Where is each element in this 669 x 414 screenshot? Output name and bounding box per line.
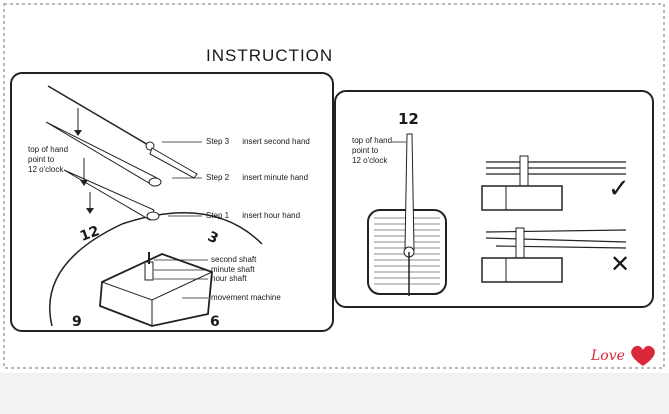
step-3-number: Step 3 bbox=[206, 137, 230, 146]
step-1-action: insert hour hand bbox=[242, 211, 301, 220]
label-movement-machine: movement machine bbox=[211, 293, 281, 302]
wrong-side-view bbox=[481, 227, 627, 283]
shaft-stack bbox=[144, 261, 154, 281]
right-dial-number-12: 12 bbox=[398, 110, 419, 128]
second-hand-tail bbox=[149, 147, 198, 179]
check-icon: ✓ bbox=[608, 174, 630, 204]
label-hour-shaft: hour shaft bbox=[211, 274, 247, 283]
aligned-hands bbox=[404, 133, 415, 251]
step-2-number: Step 2 bbox=[206, 173, 230, 182]
dashed-frame bbox=[3, 3, 665, 369]
right-top-note: top of hand point to 12 o'clock bbox=[352, 136, 393, 165]
cross-icon: ✕ bbox=[610, 250, 631, 278]
dial-arc-right bbox=[121, 212, 263, 245]
love-text: Love bbox=[591, 348, 625, 364]
second-hand bbox=[47, 85, 151, 147]
hand-alignment-diagram bbox=[367, 133, 627, 296]
step-1-label: Step 1 insert hour hand bbox=[206, 211, 300, 220]
instruction-sheet: INSTRUCTION bbox=[0, 0, 669, 373]
left-panel: top of hand point to 12 o'clock Step 3 i… bbox=[10, 72, 334, 332]
right-panel: 12 top of hand point to 12 o'clock ✓ ✕ bbox=[334, 90, 654, 308]
left-top-note: top of hand point to 12 o'clock bbox=[28, 145, 69, 174]
step-2-action: insert minute hand bbox=[242, 173, 309, 182]
step-1-number: Step 1 bbox=[206, 211, 230, 220]
correct-side-view bbox=[481, 155, 626, 211]
heart-icon bbox=[631, 345, 656, 366]
page-title: INSTRUCTION bbox=[206, 46, 334, 65]
dial-number-9: 9 bbox=[72, 314, 82, 330]
label-minute-shaft: minute shaft bbox=[211, 265, 255, 274]
love-watermark: Love bbox=[591, 344, 657, 368]
step-3-label: Step 3 insert second hand bbox=[206, 137, 310, 146]
step-2-label: Step 2 insert minute hand bbox=[206, 173, 308, 182]
clock-assembly-diagram bbox=[45, 85, 263, 327]
dial-arc-left bbox=[49, 223, 123, 327]
movement-machine bbox=[99, 253, 213, 327]
dial-number-6: 6 bbox=[210, 314, 220, 330]
label-second-shaft: second shaft bbox=[211, 255, 257, 264]
step-3-action: insert second hand bbox=[242, 137, 310, 146]
